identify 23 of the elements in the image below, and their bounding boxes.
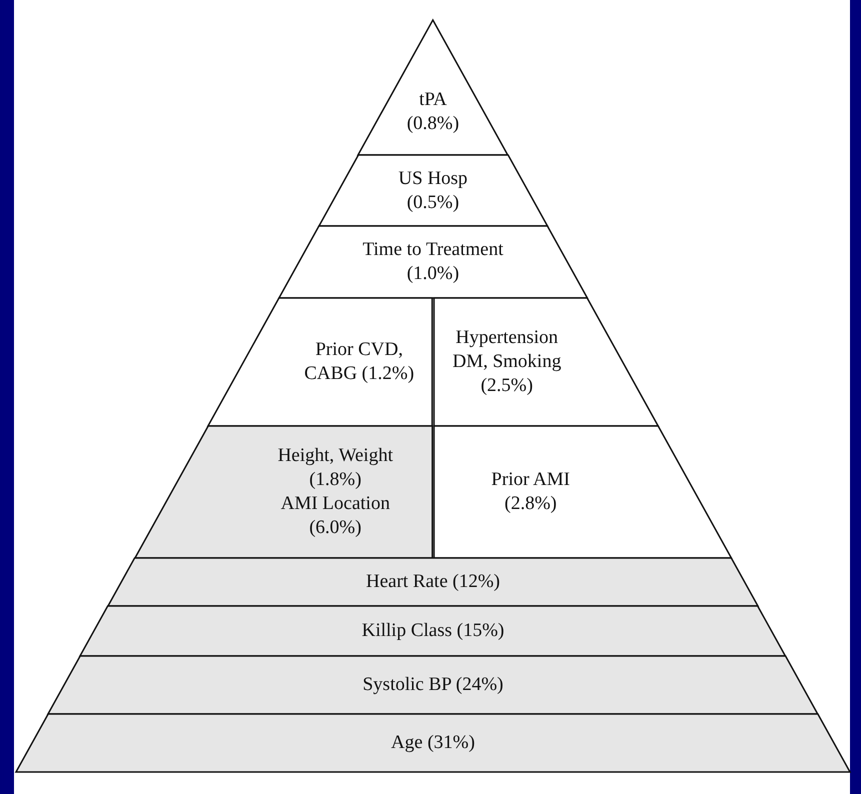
pyramid-band — [208, 298, 432, 426]
band-label: Prior CVD, CABG (1.2%) — [304, 338, 414, 386]
pyramid-band — [278, 226, 588, 298]
pyramid-band — [434, 298, 658, 426]
band-label: Heart Rate (12%) — [366, 570, 500, 594]
pyramid-band — [134, 426, 432, 558]
band-label: Systolic BP (24%) — [362, 673, 504, 697]
pyramid-band — [434, 426, 732, 558]
pyramid-band — [108, 558, 758, 606]
pyramid-band — [318, 155, 548, 226]
band-label: Height, Weight (1.8%) — [276, 444, 394, 492]
pyramid-band — [80, 606, 786, 656]
band-label: AMI Location (6.0%) — [280, 492, 391, 540]
pyramid-band — [48, 656, 818, 714]
band-label: Hypertension DM, Smoking (2.5%) — [451, 326, 562, 398]
band-label: Prior AMI (2.8%) — [490, 468, 571, 516]
band-label: Age (31%) — [391, 731, 475, 755]
band-label: US Hosp (0.5%) — [397, 166, 469, 214]
band-label: tPA (0.8%) — [406, 88, 460, 136]
band-label: Killip Class (15%) — [362, 619, 504, 643]
band-label: Time to Treatment (1.0%) — [362, 238, 504, 286]
pyramid-band — [358, 20, 508, 155]
pyramid-band — [16, 714, 850, 772]
